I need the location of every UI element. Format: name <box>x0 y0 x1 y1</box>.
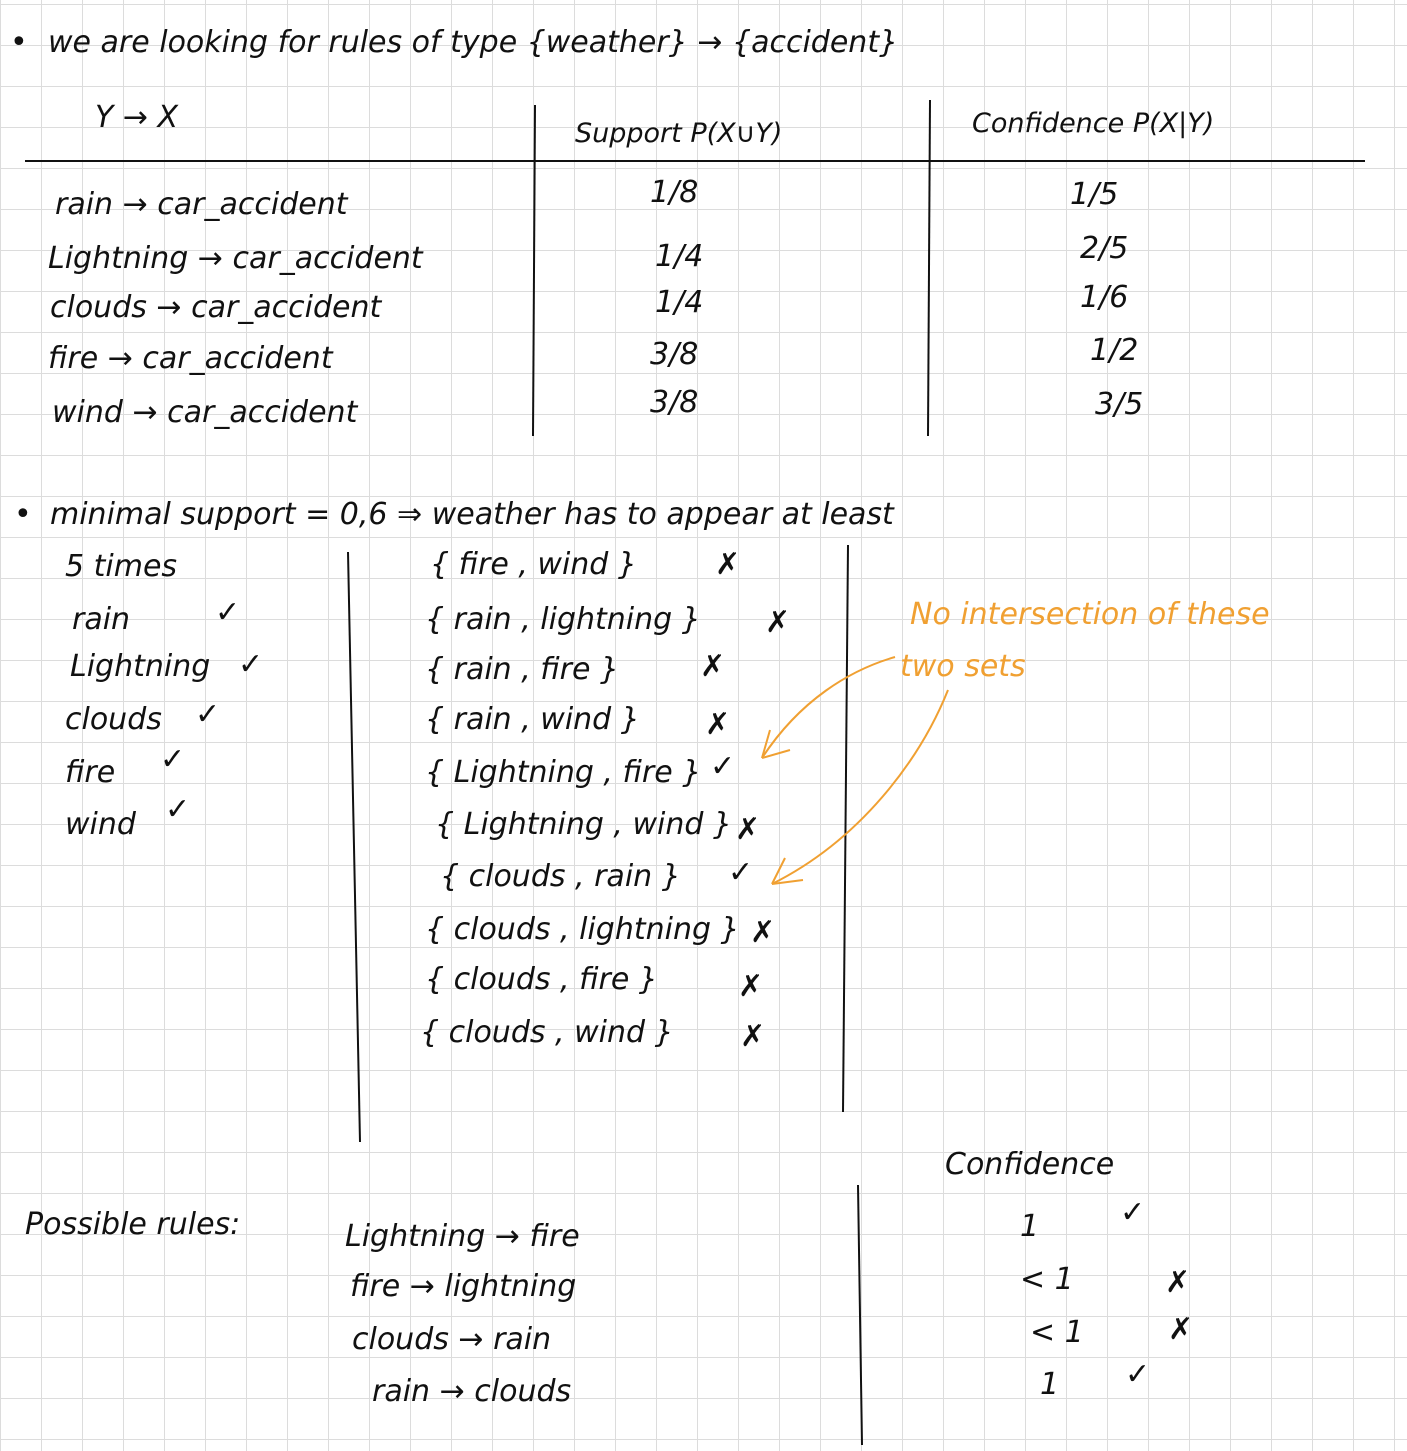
table-row-support: 1/4 <box>655 239 704 274</box>
rule-confidence: 1 <box>1020 1209 1040 1244</box>
orange-arrowhead-2 <box>771 857 804 885</box>
min-support-bullet: • <box>14 497 32 532</box>
min-support-item: Lightning <box>70 649 211 684</box>
check-icon: ✓ <box>238 647 264 682</box>
table-header-rule: Y → X <box>95 100 179 135</box>
table-row-support: 3/8 <box>650 337 699 372</box>
confidence-header: Confidence <box>945 1147 1115 1182</box>
pair-item: { fire , wind } <box>430 547 637 582</box>
confidence-divider <box>857 1184 863 1446</box>
table-row-support: 1/8 <box>650 175 699 210</box>
table-divider-left <box>532 104 536 437</box>
table-row-confidence: 1/6 <box>1080 280 1129 315</box>
rule-confidence: < 1 <box>1020 1262 1074 1297</box>
cross-icon: ✗ <box>705 707 731 742</box>
table-row-confidence: 2/5 <box>1080 231 1129 266</box>
check-icon: ✓ <box>710 749 736 784</box>
orange-arrow-1 <box>761 656 896 759</box>
table-row-support: 1/4 <box>655 285 704 320</box>
pair-item: { clouds , fire } <box>425 962 658 997</box>
cross-icon: ✗ <box>740 1019 766 1054</box>
check-icon: ✓ <box>1125 1357 1151 1392</box>
table-row-rule: clouds → car_accident <box>50 290 382 325</box>
rule-confidence: 1 <box>1040 1367 1060 1402</box>
table-row-rule: wind → car_accident <box>52 395 358 430</box>
cross-icon: ✗ <box>735 812 761 847</box>
check-icon: ✓ <box>160 742 186 777</box>
possible-rule: Lightning → fire <box>345 1219 580 1254</box>
cross-icon: ✗ <box>700 649 726 684</box>
min-support-item: wind <box>65 807 136 842</box>
check-icon: ✓ <box>728 855 754 890</box>
table-row-confidence: 3/5 <box>1095 387 1144 422</box>
cross-icon: ✗ <box>1168 1312 1194 1347</box>
table-header-confidence: Confidence P(X|Y) <box>972 108 1215 139</box>
min-support-item: rain <box>72 602 131 637</box>
pair-item: { rain , fire } <box>425 652 620 687</box>
cross-icon: ✗ <box>1165 1265 1191 1300</box>
table-row-confidence: 1/2 <box>1090 333 1139 368</box>
pair-item: { rain , lightning } <box>425 602 701 637</box>
check-icon: ✓ <box>215 595 241 630</box>
table-row-rule: rain → car_accident <box>55 187 348 222</box>
intro-bullet: • <box>10 25 28 60</box>
table-row-confidence: 1/5 <box>1070 177 1119 212</box>
pair-item: { Lightning , fire } <box>425 755 702 790</box>
intro-text: we are looking for rules of type {weathe… <box>48 25 899 60</box>
note-line-1: No intersection of these <box>910 597 1270 632</box>
table-row-support: 3/8 <box>650 385 699 420</box>
cross-icon: ✗ <box>738 969 764 1004</box>
check-icon: ✓ <box>1120 1195 1146 1230</box>
cross-icon: ✗ <box>765 605 791 640</box>
pair-item: { clouds , wind } <box>420 1015 674 1050</box>
orange-arrowhead-1 <box>761 729 791 759</box>
possible-rule: fire → lightning <box>350 1269 577 1304</box>
cross-icon: ✗ <box>715 547 741 582</box>
possible-rule: clouds → rain <box>352 1322 552 1357</box>
pair-item: { clouds , rain } <box>440 859 681 894</box>
rule-confidence: < 1 <box>1030 1315 1084 1350</box>
min-support-text-2: 5 times <box>65 549 178 584</box>
table-row-rule: Lightning → car_accident <box>48 241 423 276</box>
section-divider-right <box>842 544 849 1113</box>
cross-icon: ✗ <box>750 915 776 950</box>
pair-item: { Lightning , wind } <box>435 807 733 842</box>
table-divider-right <box>927 99 931 437</box>
check-icon: ✓ <box>165 792 191 827</box>
min-support-item: fire <box>65 755 116 790</box>
table-row-rule: fire → car_accident <box>48 341 333 376</box>
note-line-2: two sets <box>900 649 1026 684</box>
table-header-support: Support P(X∪Y) <box>575 118 783 149</box>
possible-rules-label: Possible rules: <box>25 1207 241 1242</box>
pair-item: { rain , wind } <box>425 702 640 737</box>
min-support-text: minimal support = 0,6 ⇒ weather has to a… <box>50 497 894 532</box>
possible-rule: rain → clouds <box>372 1374 572 1409</box>
pair-item: { clouds , lightning } <box>425 912 740 947</box>
min-support-item: clouds <box>65 702 162 737</box>
section-divider-left <box>347 551 361 1143</box>
check-icon: ✓ <box>195 697 221 732</box>
orange-arrow-2 <box>771 689 949 885</box>
